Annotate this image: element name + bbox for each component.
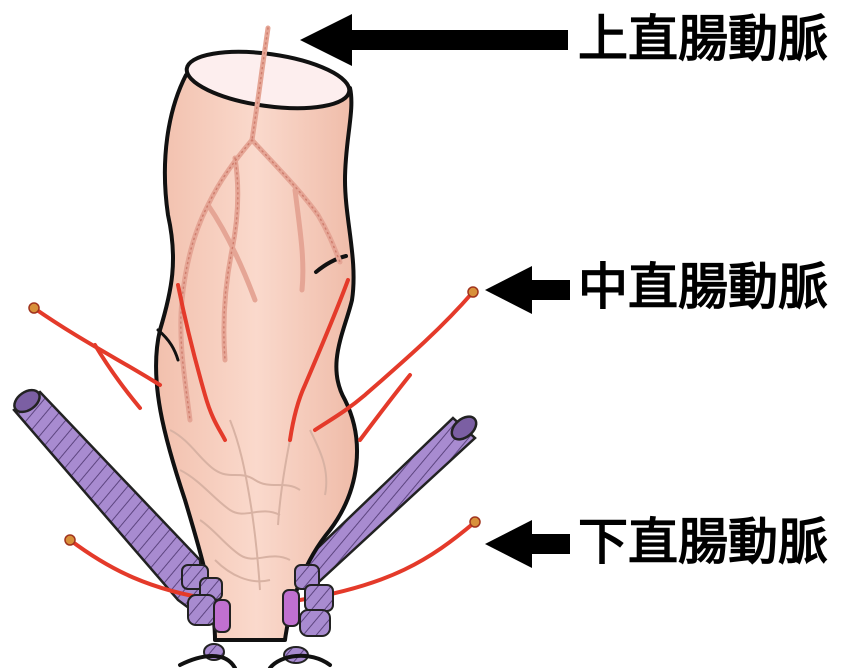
middle-rectal-artery-right-end xyxy=(468,287,478,297)
inferior-rectal-artery-right-end xyxy=(470,517,480,527)
middle-rectal-artery-left-end xyxy=(29,303,39,313)
superior-rectal-artery-label: 上直腸動脈 xyxy=(578,14,828,64)
inferior-rectal-artery-label: 下直腸動脈 xyxy=(578,517,828,567)
arrow-inferior xyxy=(485,520,570,568)
anal-canal-outline xyxy=(180,656,330,668)
inferior-rectal-artery-left-end xyxy=(65,535,75,545)
middle-rectal-artery-label: 中直腸動脈 xyxy=(578,262,828,312)
arrow-middle xyxy=(485,266,570,314)
arrow-superior xyxy=(300,14,568,66)
